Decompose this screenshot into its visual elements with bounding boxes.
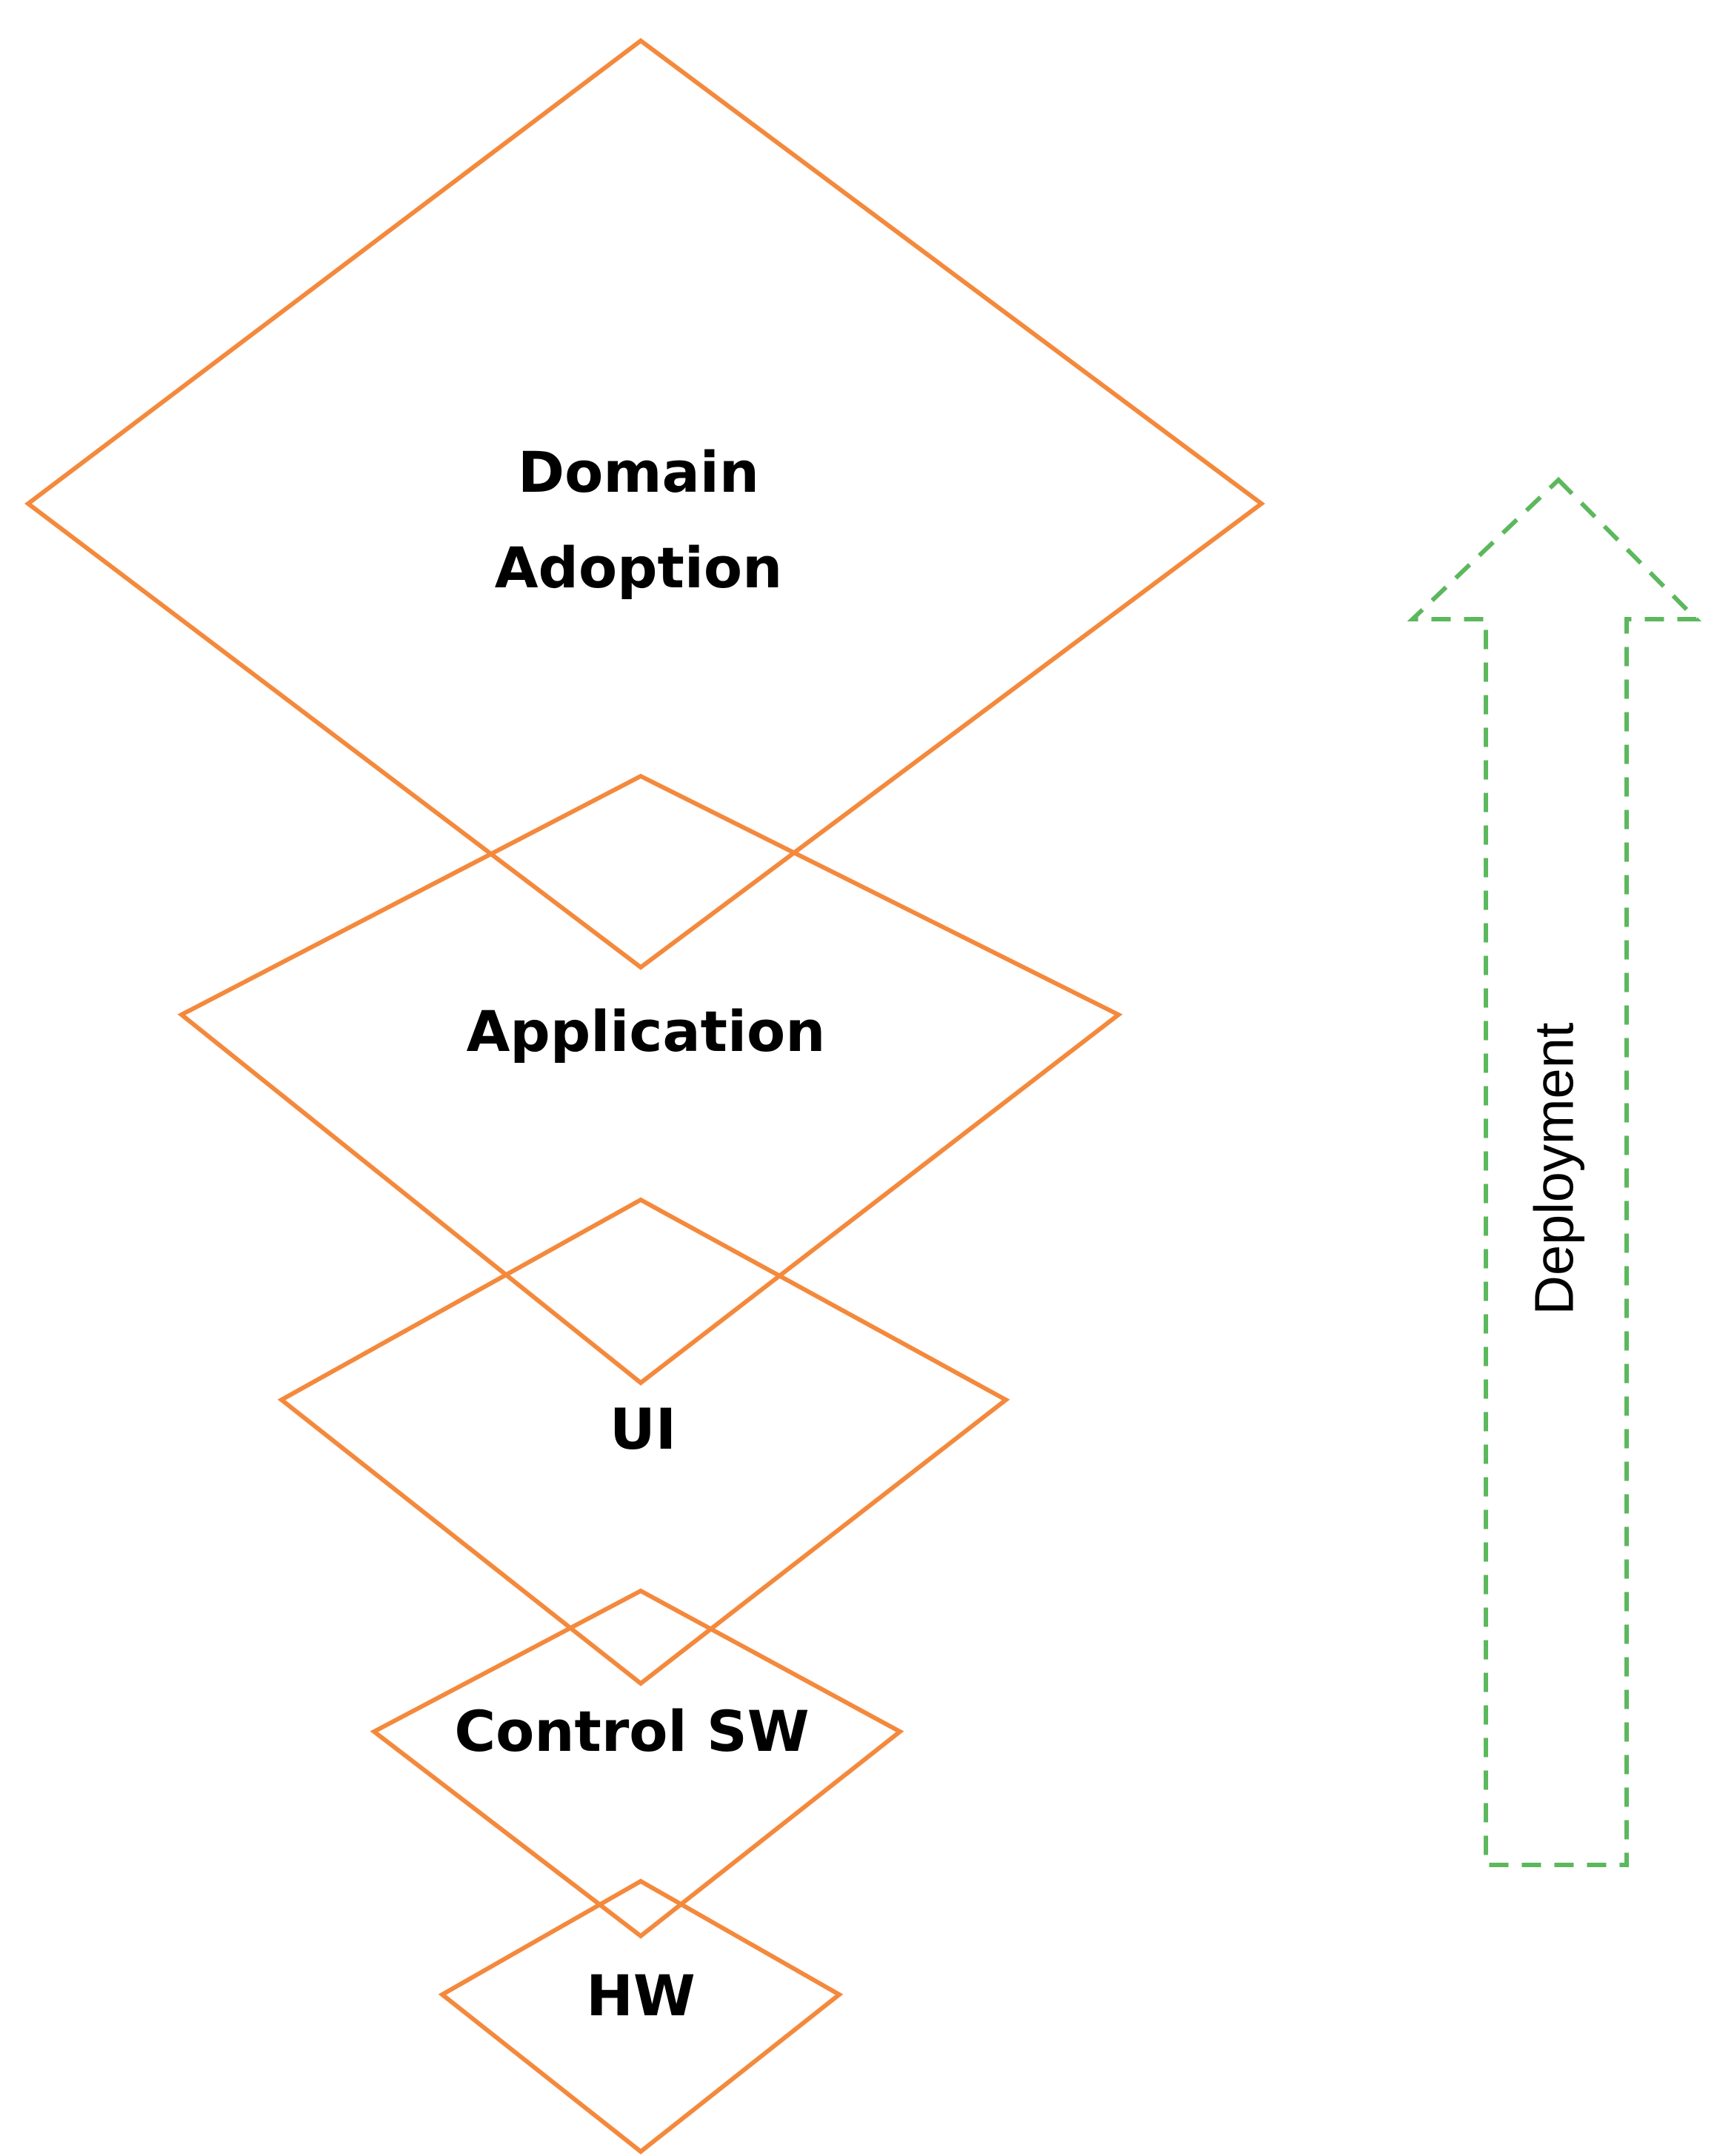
layer-domain-adoption-diamond (24, 38, 1266, 970)
deployment-arrow-label: Deployment (1524, 1022, 1585, 1315)
layer-domain-adoption-label-line-2: Adoption (495, 535, 783, 601)
layer-ui-diamond (277, 1197, 1010, 1686)
layer-control-sw-label: Control SW (454, 1698, 809, 1764)
layer-domain-adoption-label-line-1: Domain (518, 439, 759, 505)
deployment-arrow (1407, 476, 1702, 1867)
layer-ui-label: UI (610, 1396, 676, 1462)
layer-hw-label: HW (586, 1963, 695, 2029)
layer-application-label: Application (467, 998, 826, 1064)
layer-control-sw-diamond (370, 1588, 904, 1939)
layer-application-diamond (177, 773, 1123, 1386)
layer-hw-diamond (438, 1878, 844, 2155)
